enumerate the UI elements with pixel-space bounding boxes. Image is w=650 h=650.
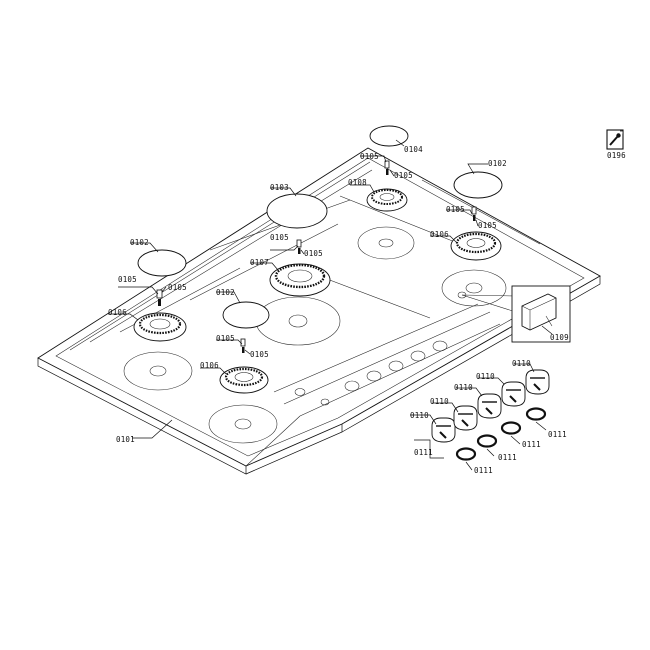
label-ring-3: 0111 (498, 453, 517, 462)
wrench-document-icon (606, 129, 624, 150)
label-screw-l-b: 0105 (168, 283, 187, 292)
label-ring-4: 0111 (522, 440, 541, 449)
label-knob-1: 0110 (410, 411, 429, 420)
knob-5 (525, 369, 550, 395)
label-ring-1: 0111 (414, 448, 433, 457)
label-lid-tl: 0102 (130, 238, 149, 247)
label-hob: 0101 (116, 435, 135, 444)
burner-lids (137, 125, 503, 329)
knob-2 (453, 405, 478, 431)
label-screw-tr-a: 0105 (446, 205, 465, 214)
label-ring-5: 0111 (548, 430, 567, 439)
label-lid-center: 0102 (216, 288, 235, 297)
label-screw-ml-b: 0105 (304, 249, 323, 258)
label-lid-large: 0103 (270, 183, 289, 192)
knob-1 (431, 417, 456, 443)
label-screw-c-b: 0105 (250, 350, 269, 359)
rings (455, 407, 547, 461)
lid-tl (137, 249, 187, 277)
label-bracket: 0109 (550, 333, 569, 342)
lid-small (369, 125, 409, 147)
label-ring-2: 0111 (474, 466, 493, 475)
label-knob-5: 0110 (512, 359, 531, 368)
label-knob-4: 0110 (476, 372, 495, 381)
hob-plate (37, 147, 601, 475)
label-knob-2: 0110 (430, 397, 449, 406)
label-screw-tc-b: 0105 (394, 171, 413, 180)
knob-4 (501, 381, 526, 407)
label-burner-small: 0108 (348, 178, 367, 187)
label-knob-3: 0110 (454, 383, 473, 392)
lid-center (222, 301, 270, 329)
label-screw-c-a: 0105 (216, 334, 235, 343)
lid-large (266, 193, 328, 229)
label-screw-tr-b: 0105 (478, 221, 497, 230)
leader-lines (108, 139, 553, 471)
burner-heads (133, 188, 502, 394)
burner-seats (123, 226, 507, 444)
label-screw-ml-a: 0105 (270, 233, 289, 242)
bracket-detail (457, 285, 571, 343)
knob-3 (477, 393, 502, 419)
label-burner-c: 0106 (200, 361, 219, 370)
label-screw-l-a: 0105 (118, 275, 137, 284)
knobs (431, 369, 550, 443)
label-burner-tr: 0106 (430, 230, 449, 239)
label-burner-l: 0106 (108, 308, 127, 317)
part-labels: 0101 0102 0102 0102 0103 0104 0105 0105 … (108, 145, 569, 475)
screws (156, 160, 477, 353)
lid-tr (453, 171, 503, 199)
label-screw-tc-a: 0105 (360, 152, 379, 161)
label-lid-tr: 0102 (488, 159, 507, 168)
label-burner-large: 0107 (250, 258, 269, 267)
service-doc-label: 0196 (607, 151, 626, 160)
label-lid-small: 0104 (404, 145, 423, 154)
